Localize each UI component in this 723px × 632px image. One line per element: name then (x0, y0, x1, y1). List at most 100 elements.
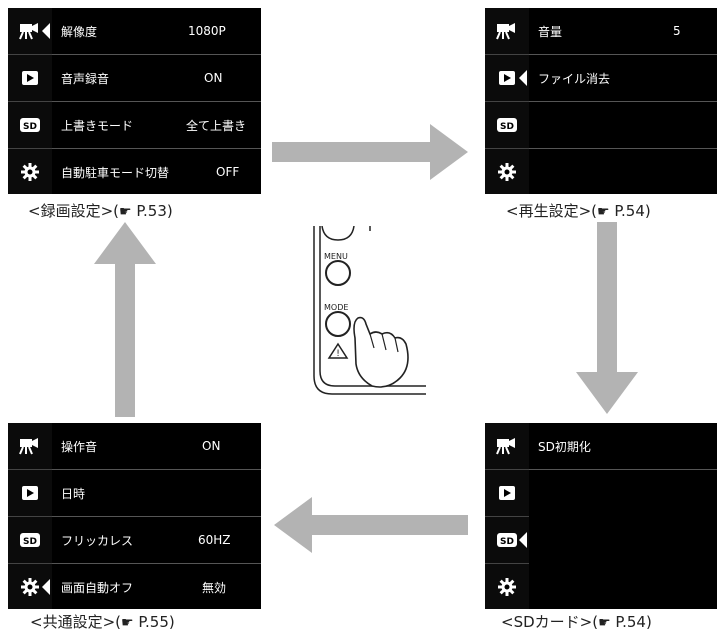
menu-row-audio-recording[interactable]: 音声録音 ON (52, 55, 261, 101)
video-camera-icon (496, 22, 518, 40)
sidebar-item-playback[interactable] (8, 55, 52, 101)
svg-text:SD: SD (500, 537, 514, 547)
menu-row-screen-auto-off[interactable]: 画面自動オフ 無効 (52, 564, 261, 610)
menu-row-auto-parking[interactable]: 自動駐車モード切替 OFF (52, 149, 261, 195)
menu-row-label: SD初期化 (538, 439, 591, 454)
recording-settings-panel: SD 解像度 1080P 音声録音 ON 上書きモード 全て上書き 自動駐車モー… (8, 8, 261, 194)
sidebar-item-sdcard[interactable]: SD (485, 517, 529, 563)
menu-row-label: 日時 (61, 486, 86, 501)
playback-settings-caption: <再生設定>(☛ P.54) (506, 202, 651, 220)
device-illustration: ! MENU MODE (300, 225, 440, 411)
menu-row-value: 60HZ (198, 533, 231, 547)
gear-icon (498, 163, 516, 181)
menu-row-operation-sound[interactable]: 操作音 ON (52, 423, 261, 469)
sidebar-item-playback[interactable] (485, 470, 529, 516)
selection-indicator (42, 579, 50, 595)
sdcard-caption: <SDカード>(☛ P.54) (501, 613, 652, 631)
sidebar-item-recording[interactable] (8, 423, 52, 469)
gear-icon (21, 578, 39, 596)
menu-row-volume[interactable]: 音量 5 (529, 8, 717, 54)
menu-row-date-time[interactable]: 日時 (52, 470, 261, 516)
settings-sidebar: SD (485, 8, 529, 194)
arrow-down-icon (576, 222, 638, 414)
recording-settings-caption: <録画設定>(☛ P.53) (28, 202, 173, 220)
sd-card-icon: SD (20, 118, 40, 132)
menu-row-resolution[interactable]: 解像度 1080P (52, 8, 261, 54)
pointing-hand-icon: ☛ (121, 615, 134, 631)
settings-sidebar: SD (485, 423, 529, 609)
menu-row-label: 自動駐車モード切替 (61, 165, 170, 180)
menu-row-value: ON (204, 71, 223, 85)
sidebar-item-recording[interactable] (485, 423, 529, 469)
menu-row-empty (529, 102, 717, 148)
menu-button[interactable] (326, 261, 350, 285)
menu-row-sd-format[interactable]: SD初期化 (529, 423, 717, 469)
settings-sidebar: SD (8, 8, 52, 194)
menu-row-label: ファイル消去 (538, 71, 611, 86)
menu-row-value: 無効 (202, 580, 227, 595)
sidebar-item-playback[interactable] (8, 470, 52, 516)
menu-row-value: OFF (216, 165, 240, 179)
svg-text:SD: SD (23, 122, 37, 132)
menu-row-overwrite-mode[interactable]: 上書きモード 全て上書き (52, 102, 261, 148)
sidebar-item-recording[interactable] (485, 8, 529, 54)
common-settings-caption: <共通設定>(☛ P.55) (30, 613, 175, 631)
sidebar-item-common[interactable] (8, 149, 52, 195)
video-camera-icon (19, 22, 41, 40)
sidebar-item-common[interactable] (8, 564, 52, 610)
pointing-hand-icon: ☛ (598, 615, 611, 631)
menu-row-flickerless[interactable]: フリッカレス 60HZ (52, 517, 261, 563)
warning-icon (329, 344, 347, 358)
gear-icon (498, 578, 516, 596)
menu-row-label: 解像度 (61, 24, 98, 39)
selection-indicator (519, 532, 527, 548)
menu-row-empty (529, 564, 717, 610)
settings-sidebar: SD (8, 423, 52, 609)
sd-card-icon: SD (20, 533, 40, 547)
sidebar-item-playback[interactable] (485, 55, 529, 101)
sidebar-item-common[interactable] (485, 564, 529, 610)
sdcard-settings-panel: SD SD初期化 (485, 423, 717, 609)
sd-card-icon: SD (497, 118, 517, 132)
play-icon (499, 71, 515, 85)
video-camera-icon (19, 437, 41, 455)
sidebar-item-recording[interactable] (8, 8, 52, 54)
menu-row-label: フリッカレス (61, 533, 134, 548)
menu-row-value: ON (202, 439, 221, 453)
pointing-hand-icon: ☛ (597, 204, 610, 220)
menu-button-label: MENU (324, 252, 348, 261)
menu-row-empty (529, 149, 717, 195)
sd-card-icon: SD (497, 533, 517, 547)
arrow-left-icon (274, 497, 468, 553)
sidebar-item-sdcard[interactable]: SD (485, 102, 529, 148)
menu-row-label: 画面自動オフ (61, 580, 134, 595)
selection-indicator (42, 23, 50, 39)
selection-indicator (519, 70, 527, 86)
menu-row-delete-file[interactable]: ファイル消去 (529, 55, 717, 101)
mode-button-label: MODE (324, 303, 349, 312)
sidebar-item-common[interactable] (485, 149, 529, 195)
arrow-right-icon (272, 124, 468, 180)
menu-row-value: 1080P (188, 24, 226, 38)
menu-row-label: 操作音 (61, 439, 98, 454)
sidebar-item-sdcard[interactable]: SD (8, 102, 52, 148)
play-icon (22, 486, 38, 500)
sidebar-item-sdcard[interactable]: SD (8, 517, 52, 563)
menu-row-label: 音声録音 (61, 71, 110, 86)
mode-button[interactable] (326, 312, 350, 336)
svg-text:SD: SD (500, 122, 514, 132)
svg-text:SD: SD (23, 537, 37, 547)
menu-row-value: 5 (673, 24, 681, 38)
svg-text:!: ! (336, 349, 340, 359)
device-body: ! (313, 225, 426, 395)
menu-row-value: 全て上書き (186, 118, 247, 133)
arrow-up-icon (94, 222, 156, 417)
menu-row-label: 音量 (538, 24, 563, 39)
video-camera-icon (496, 437, 518, 455)
common-settings-panel: SD 操作音 ON 日時 フリッカレス 60HZ 画面自動オフ 無効 (8, 423, 261, 609)
menu-row-empty (529, 517, 717, 563)
play-icon (22, 71, 38, 85)
menu-row-empty (529, 470, 717, 516)
pointing-hand-icon (355, 316, 407, 388)
playback-settings-panel: SD 音量 5 ファイル消去 (485, 8, 717, 194)
